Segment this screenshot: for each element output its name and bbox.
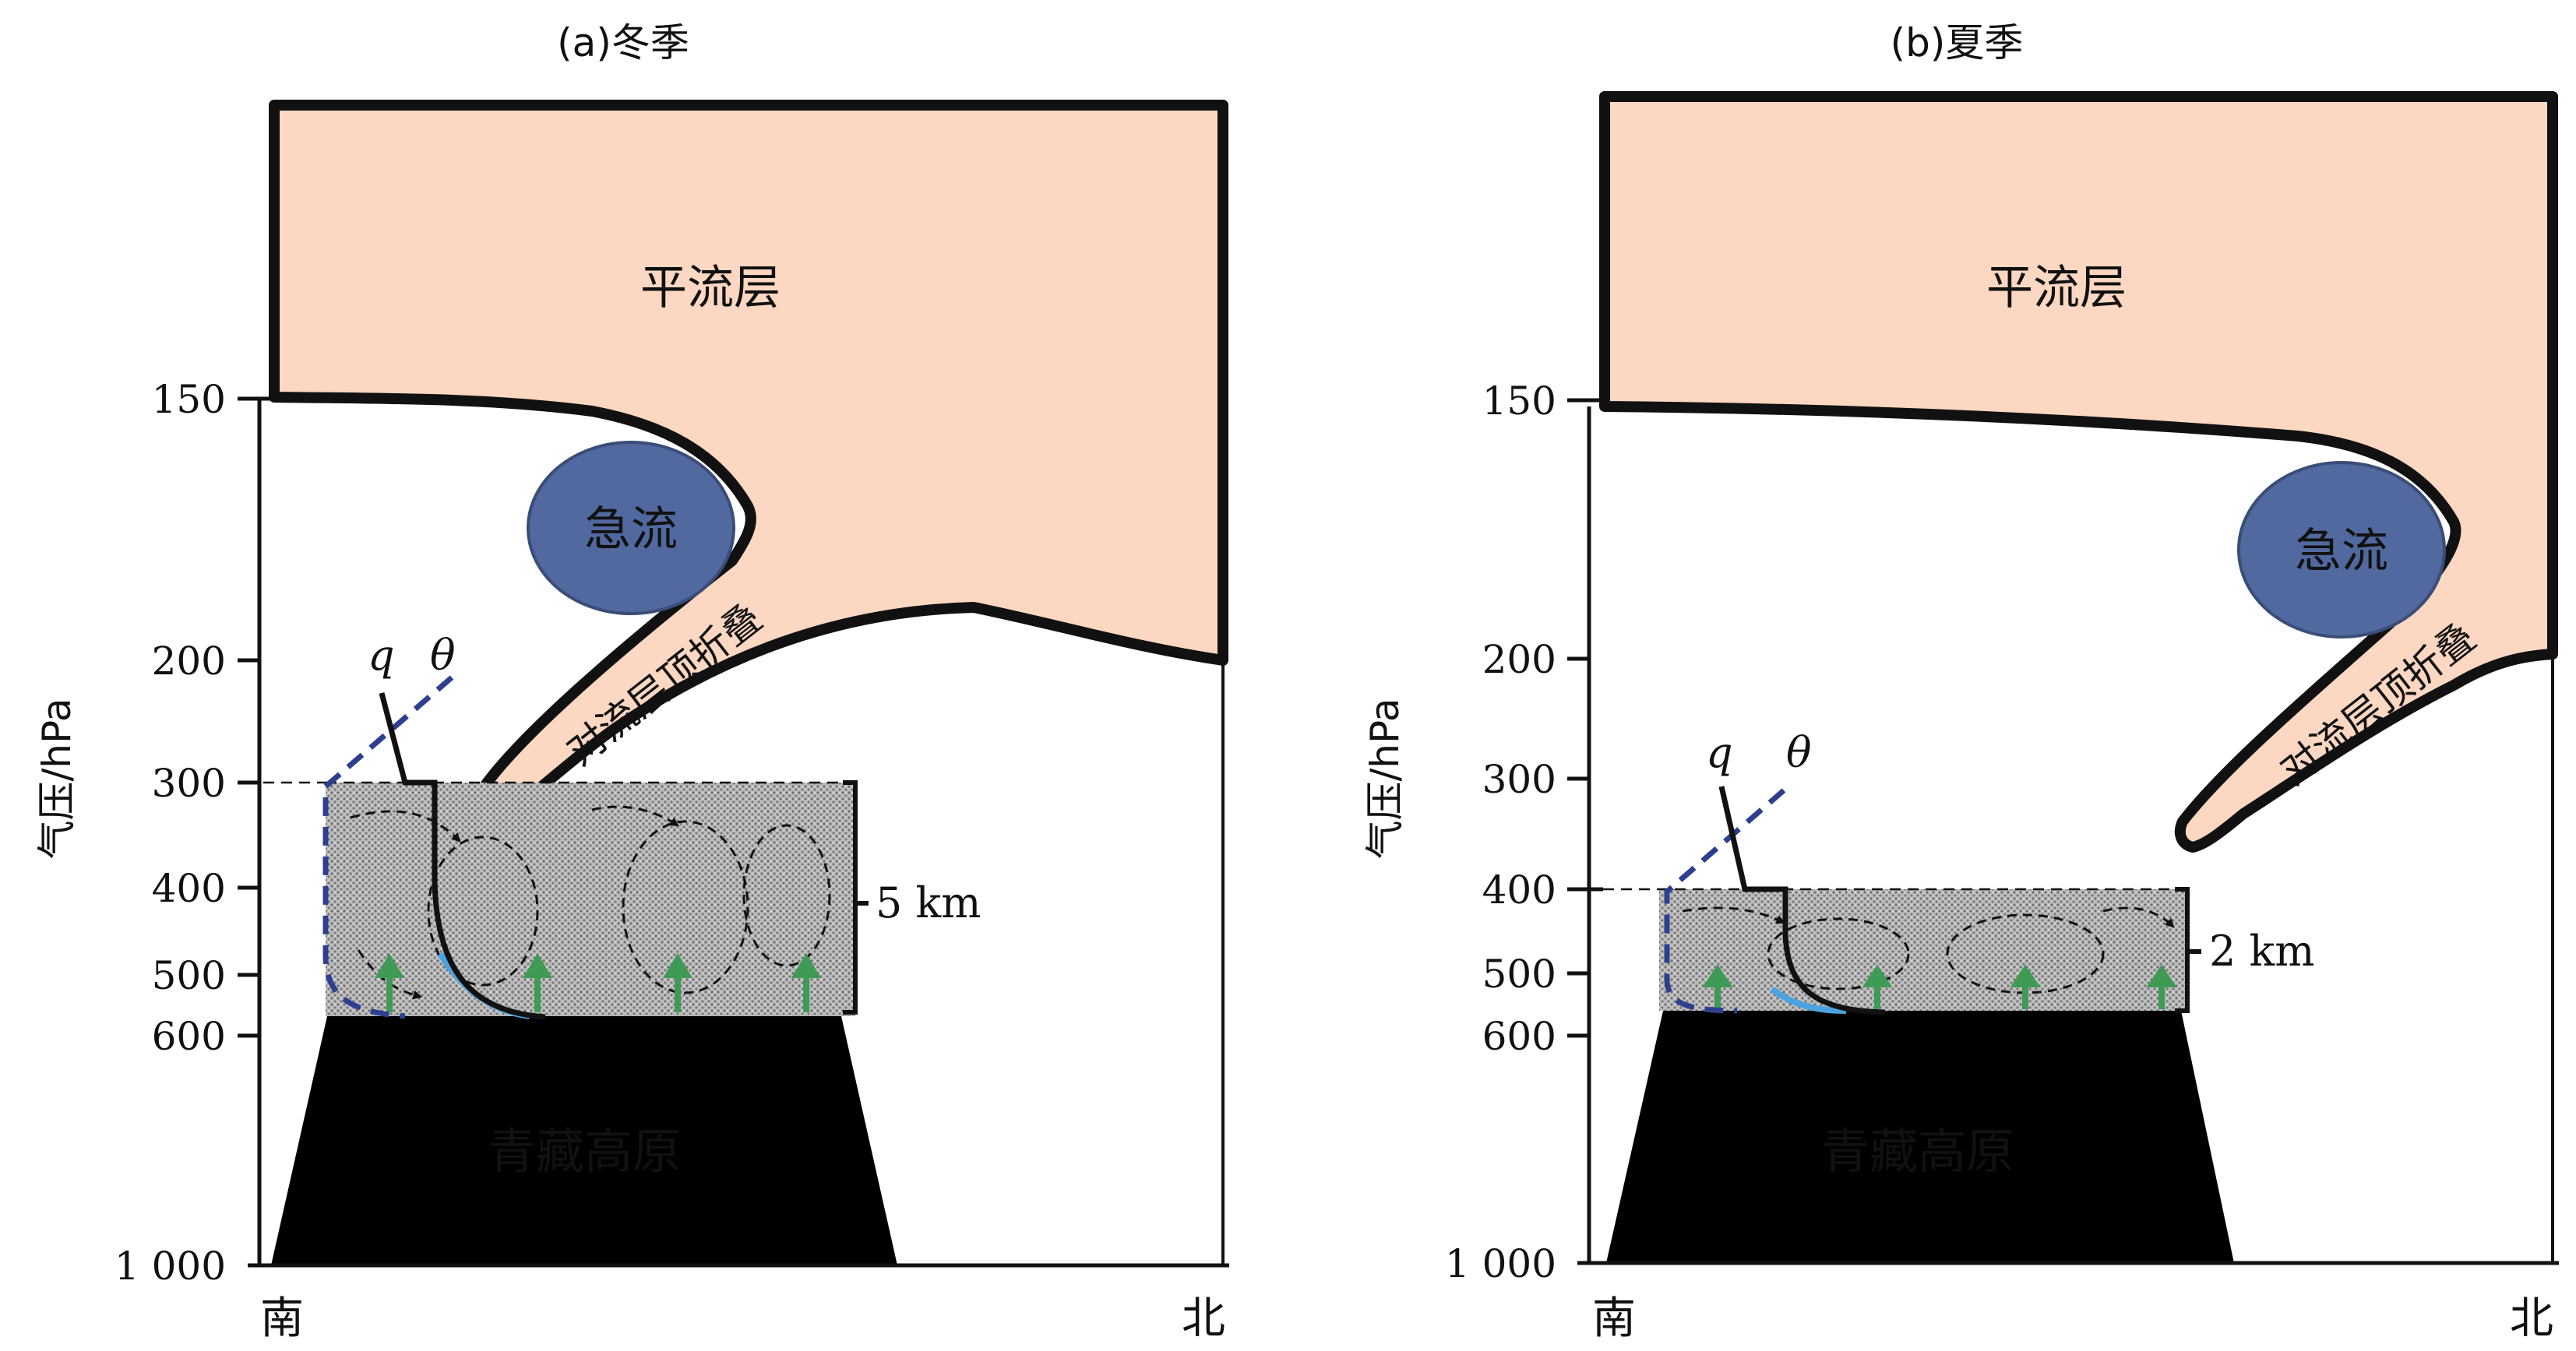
tick-200: 200 (1482, 637, 1556, 682)
panel-title: (b)夏季 (1891, 20, 2024, 65)
depth-label: 2 km (2209, 927, 2314, 976)
depth-bracket (843, 780, 858, 1015)
stratosphere-label: 平流层 (640, 261, 781, 315)
tick-1000: 1 000 (115, 1244, 226, 1289)
tick-300: 300 (1482, 757, 1556, 802)
moisture-profile (379, 692, 546, 1020)
theta-label: θ (430, 631, 456, 680)
panel-summer: (b)夏季 平流层 急流 对流层顶折叠 青藏高原 (1362, 20, 2559, 1344)
panel-title: (a)冬季 (557, 20, 689, 65)
moisture-profile (1718, 786, 1886, 1015)
tick-400: 400 (1482, 867, 1556, 913)
tick-300: 300 (152, 761, 226, 806)
tick-200: 200 (152, 639, 226, 684)
stratosphere-region (1599, 91, 2558, 853)
tick-600: 600 (152, 1014, 226, 1059)
tick-150: 150 (152, 377, 226, 422)
y-axis-label: 气压/hPa (1362, 698, 1408, 859)
south-label: 南 (1592, 1293, 1636, 1344)
boundary-layer (263, 781, 855, 1019)
north-label: 北 (1182, 1293, 1225, 1344)
jet-label: 急流 (2295, 524, 2388, 579)
y-axis-label: 气压/hPa (34, 698, 79, 859)
jet-label: 急流 (584, 502, 678, 557)
tick-150: 150 (1482, 378, 1556, 424)
theta-label: θ (1786, 728, 1812, 777)
pressure-ticks (1567, 398, 1605, 1038)
plateau-shape (1606, 1011, 2234, 1263)
theta-profile (1664, 788, 1786, 1014)
tick-500: 500 (1482, 952, 1556, 997)
plateau-label: 青藏高原 (488, 1123, 681, 1180)
tick-600: 600 (1482, 1014, 1556, 1059)
plateau-label: 青藏高原 (1821, 1123, 2014, 1180)
jet-stream: 急流 (2237, 461, 2446, 639)
tick-500: 500 (152, 953, 226, 998)
theta-profile (322, 675, 454, 1019)
tick-400: 400 (152, 866, 226, 911)
plateau-shape (271, 1016, 897, 1265)
tick-1000: 1 000 (1445, 1241, 1556, 1286)
boundary-layer (1603, 888, 2187, 1014)
q-label: q (1706, 728, 1733, 777)
north-label: 北 (2510, 1293, 2553, 1344)
pressure-ticks (238, 396, 274, 1038)
south-label: 南 (260, 1293, 304, 1344)
q-label: q (368, 631, 395, 680)
depth-label: 5 km (876, 878, 981, 927)
stratosphere-region (269, 100, 1228, 829)
stratosphere-label: 平流层 (1986, 261, 2127, 315)
panel-winter: (a)冬季 平流层 急流 对流层顶折叠 青藏高原 (34, 20, 1229, 1344)
jet-stream: 急流 (527, 441, 735, 615)
